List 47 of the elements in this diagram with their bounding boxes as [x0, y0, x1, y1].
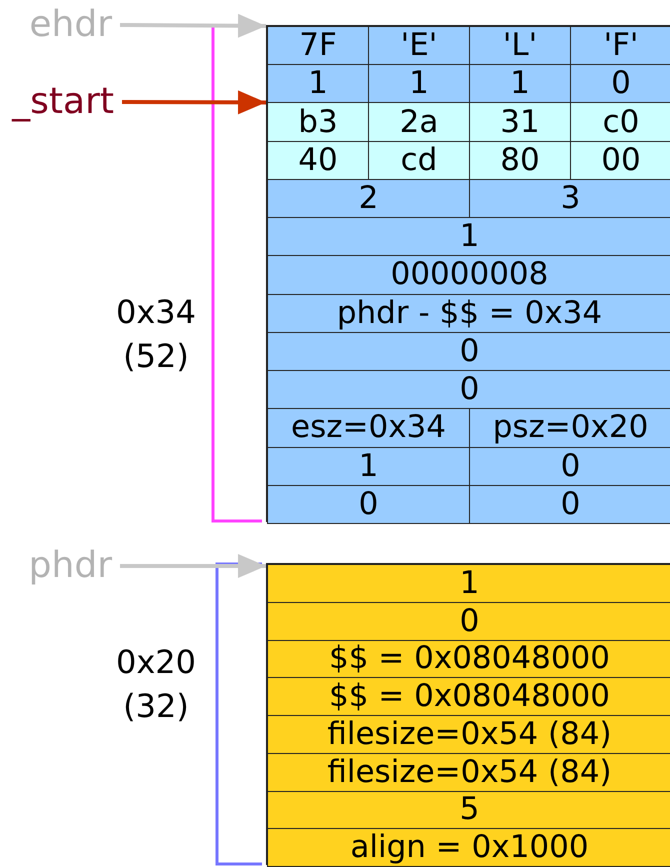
field-cell: 'E': [368, 26, 470, 66]
field-cell: $$ = 0x08048000: [267, 640, 670, 678]
field-cell: filesize=0x54 (84): [267, 752, 670, 792]
field-cell: 0: [469, 484, 670, 524]
memory-table: [266, 25, 670, 522]
field-cell: filesize=0x54 (84): [267, 715, 670, 754]
field-cell: 0: [267, 602, 670, 640]
field-cell: phdr - $$ = 0x34: [267, 294, 670, 333]
field-cell: 0: [267, 332, 670, 372]
size-label: 0x34 (52): [114, 292, 197, 377]
arrow: [120, 14, 266, 38]
field-cell: 1: [368, 64, 470, 104]
field-cell: c0: [570, 102, 670, 142]
field-cell: esz=0x34: [267, 408, 470, 448]
pointer-label: phdr: [20, 544, 112, 588]
field-cell: 0: [570, 64, 670, 104]
memory-table: [266, 563, 670, 865]
field-cell: 1: [267, 564, 670, 603]
field-cell: 2: [267, 178, 470, 218]
field-cell: 1: [267, 64, 369, 104]
field-cell: 0: [267, 484, 470, 524]
field-cell: $$ = 0x08048000: [267, 677, 670, 716]
pointer-label: ehdr: [20, 3, 112, 47]
field-cell: 'F': [570, 26, 670, 66]
field-cell: b3: [267, 102, 369, 142]
field-cell: align = 0x1000: [267, 828, 670, 867]
field-cell: 1: [469, 64, 571, 104]
size-label: 0x20 (32): [114, 642, 197, 727]
field-cell: 80: [469, 140, 571, 180]
field-cell: 1: [267, 217, 670, 256]
pointer-label: _start: [6, 80, 114, 124]
field-cell: 'L': [469, 26, 571, 66]
field-cell: 40: [267, 140, 369, 180]
field-cell: 5: [267, 790, 670, 830]
field-cell: 1: [267, 446, 470, 486]
field-cell: 00000008: [267, 255, 670, 295]
field-cell: 0: [267, 370, 670, 410]
field-cell: 3: [469, 178, 670, 218]
arrow: [122, 90, 266, 114]
field-cell: 7F: [267, 26, 369, 66]
field-cell: 2a: [368, 102, 470, 142]
field-cell: psz=0x20: [469, 408, 670, 448]
field-cell: 31: [469, 102, 571, 142]
field-cell: cd: [368, 140, 470, 180]
field-cell: 00: [570, 140, 670, 180]
arrow: [120, 554, 266, 578]
field-cell: 0: [469, 446, 670, 486]
